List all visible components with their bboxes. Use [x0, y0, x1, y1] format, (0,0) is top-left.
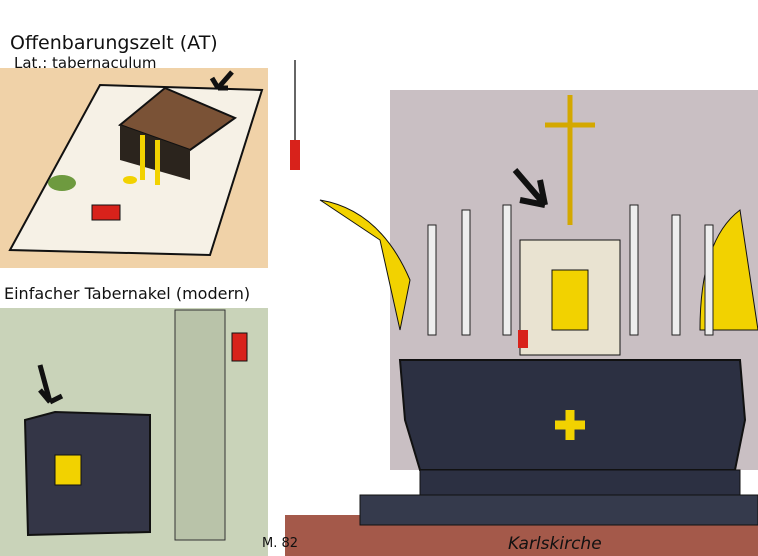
- altar-red: [91, 204, 121, 221]
- crucifix-icon: [545, 95, 595, 225]
- arrow-icon: [37, 364, 64, 405]
- modern-title: Einfacher Tabernakel (modern): [4, 284, 251, 303]
- church-caption: Karlskirche: [508, 534, 602, 554]
- arrow-icon: [209, 70, 234, 91]
- church-panel: [285, 0, 758, 556]
- modern-panel: [0, 308, 268, 556]
- tent-subtitle: Lat.: tabernaculum: [14, 54, 157, 72]
- arrow-icon: [512, 168, 548, 208]
- tabernacle-box: [23, 410, 151, 537]
- tent-title: Offenbarungszelt (AT): [10, 32, 218, 54]
- tent-panel: [0, 68, 268, 268]
- signature: M. 82: [262, 536, 299, 551]
- cross-icon: [555, 410, 585, 440]
